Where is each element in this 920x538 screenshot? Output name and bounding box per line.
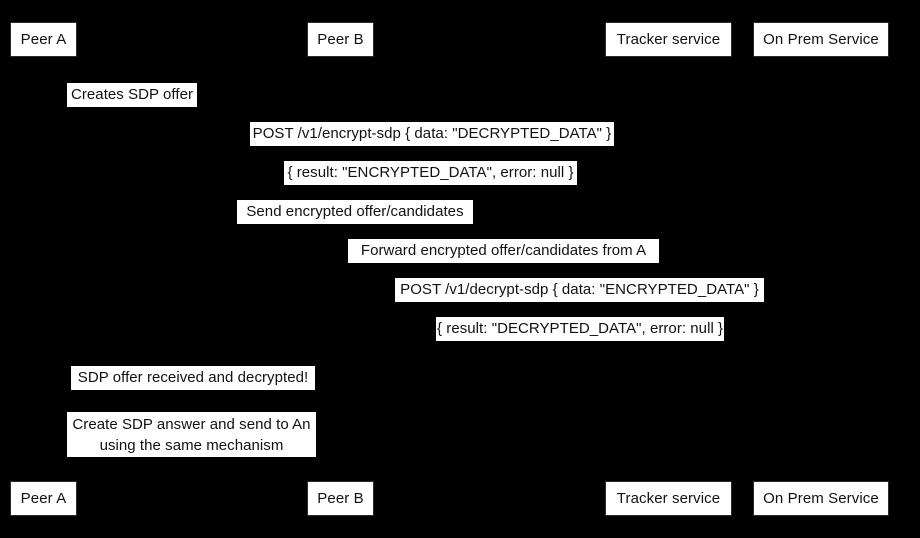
message-label-sdp-offer-received: SDP offer received and decrypted!: [71, 366, 315, 390]
lifeline-peer-b: [340, 57, 341, 481]
participant-peer-b-bottom[interactable]: Peer B: [307, 481, 374, 516]
participant-peer-b-top[interactable]: Peer B: [307, 22, 374, 57]
message-label-post-decrypt-sdp: POST /v1/decrypt-sdp { data: "ENCRYPTED_…: [395, 278, 764, 302]
participant-tracker-service-bottom[interactable]: Tracker service: [605, 481, 732, 516]
message-label-decrypt-sdp-result: { result: "DECRYPTED_DATA", error: null …: [436, 317, 724, 341]
participant-on-prem-service-bottom[interactable]: On Prem Service: [753, 481, 889, 516]
participant-peer-a-top[interactable]: Peer A: [10, 22, 77, 57]
message-label-send-encrypted-offer: Send encrypted offer/candidates: [237, 200, 473, 224]
participant-on-prem-service-top[interactable]: On Prem Service: [753, 22, 889, 57]
message-label-creates-sdp-offer: Creates SDP offer: [67, 83, 197, 107]
message-label-forward-encrypted-offer: Forward encrypted offer/candidates from …: [348, 239, 659, 263]
lifeline-tracker-service: [668, 57, 669, 481]
message-label-create-sdp-answer: Create SDP answer and send to An using t…: [67, 412, 316, 457]
message-label-encrypt-sdp-result: { result: "ENCRYPTED_DATA", error: null …: [284, 161, 577, 185]
lifeline-on-prem-service: [821, 57, 822, 481]
participant-tracker-service-top[interactable]: Tracker service: [605, 22, 732, 57]
participant-peer-a-bottom[interactable]: Peer A: [10, 481, 77, 516]
message-label-post-encrypt-sdp: POST /v1/encrypt-sdp { data: "DECRYPTED_…: [250, 122, 614, 146]
lifeline-peer-a: [43, 57, 44, 481]
